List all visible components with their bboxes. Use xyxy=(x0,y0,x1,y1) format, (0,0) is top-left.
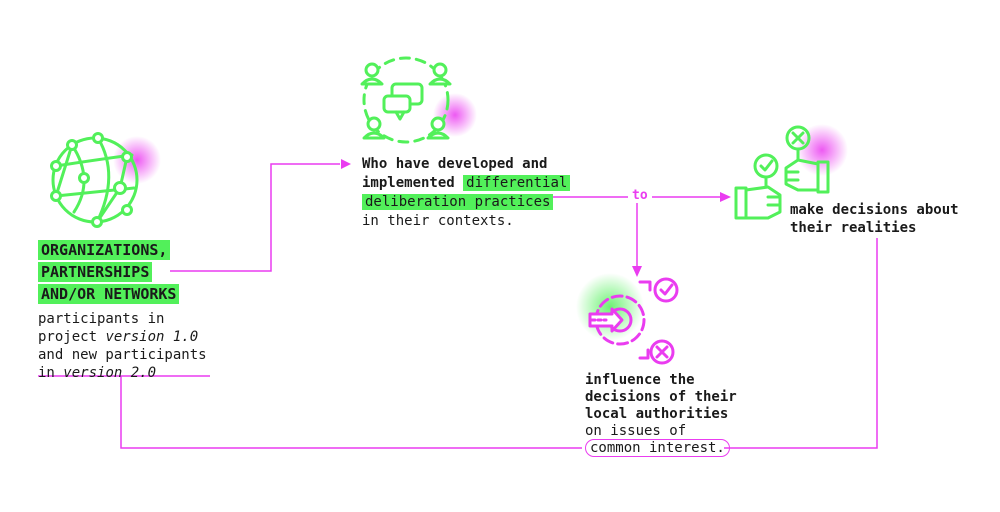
org-to-who-line xyxy=(170,163,340,272)
arrowhead-influence xyxy=(632,266,642,277)
influence-line-3: local authorities xyxy=(585,406,729,422)
who-highlight-1: differential xyxy=(463,175,571,191)
gear-decision-icon xyxy=(588,277,679,365)
org-desc-line-2-prefix: project xyxy=(38,329,106,345)
globe-network-icon xyxy=(50,132,139,228)
who-line-4: in their contexts. xyxy=(362,213,514,229)
org-version-2: version 2.0 xyxy=(63,365,157,381)
org-desc-line-3: and new participants xyxy=(38,347,207,363)
gear-glow xyxy=(576,273,644,341)
who-highlight-2: deliberation practices xyxy=(362,194,554,210)
org-desc-line-1: participants in xyxy=(38,311,165,327)
org-title-line-2: PARTNERSHIPS xyxy=(38,262,153,282)
decisions-line-2: their realities xyxy=(790,220,917,236)
thumbs-vote-icon xyxy=(734,125,830,220)
who-line-2-bold: implemented xyxy=(362,175,455,191)
influence-line-2: decisions of their xyxy=(585,389,737,405)
people-chat-circle-icon xyxy=(360,56,452,144)
decisions-return-line xyxy=(724,238,878,449)
org-title-line-3: AND/OR NETWORKS xyxy=(38,284,180,304)
common-interest-pill: common interest. xyxy=(585,439,730,457)
arrowhead-who xyxy=(341,159,351,169)
who-line-1: Who have developed and xyxy=(362,156,548,172)
influence-line-4: on issues of xyxy=(585,423,687,439)
bottom-loop-line xyxy=(120,376,582,449)
org-desc-line-4-prefix: in xyxy=(38,365,64,381)
arrowhead-decisions xyxy=(720,192,731,202)
influence-line-1: influence the xyxy=(585,372,695,388)
org-version-1: version 1.0 xyxy=(105,329,199,345)
organizations-block: ORGANIZATIONS, PARTNERSHIPS AND/OR NETWO… xyxy=(38,240,207,382)
org-title-line-1: ORGANIZATIONS, xyxy=(38,240,171,260)
influence-block: influence the decisions of their local a… xyxy=(585,372,737,457)
decisions-block: make decisions about their realities xyxy=(790,201,959,237)
who-block: Who have developed and implemented diffe… xyxy=(362,155,571,231)
decisions-line-1: make decisions about xyxy=(790,202,959,218)
connector-label-to: to xyxy=(628,188,652,203)
